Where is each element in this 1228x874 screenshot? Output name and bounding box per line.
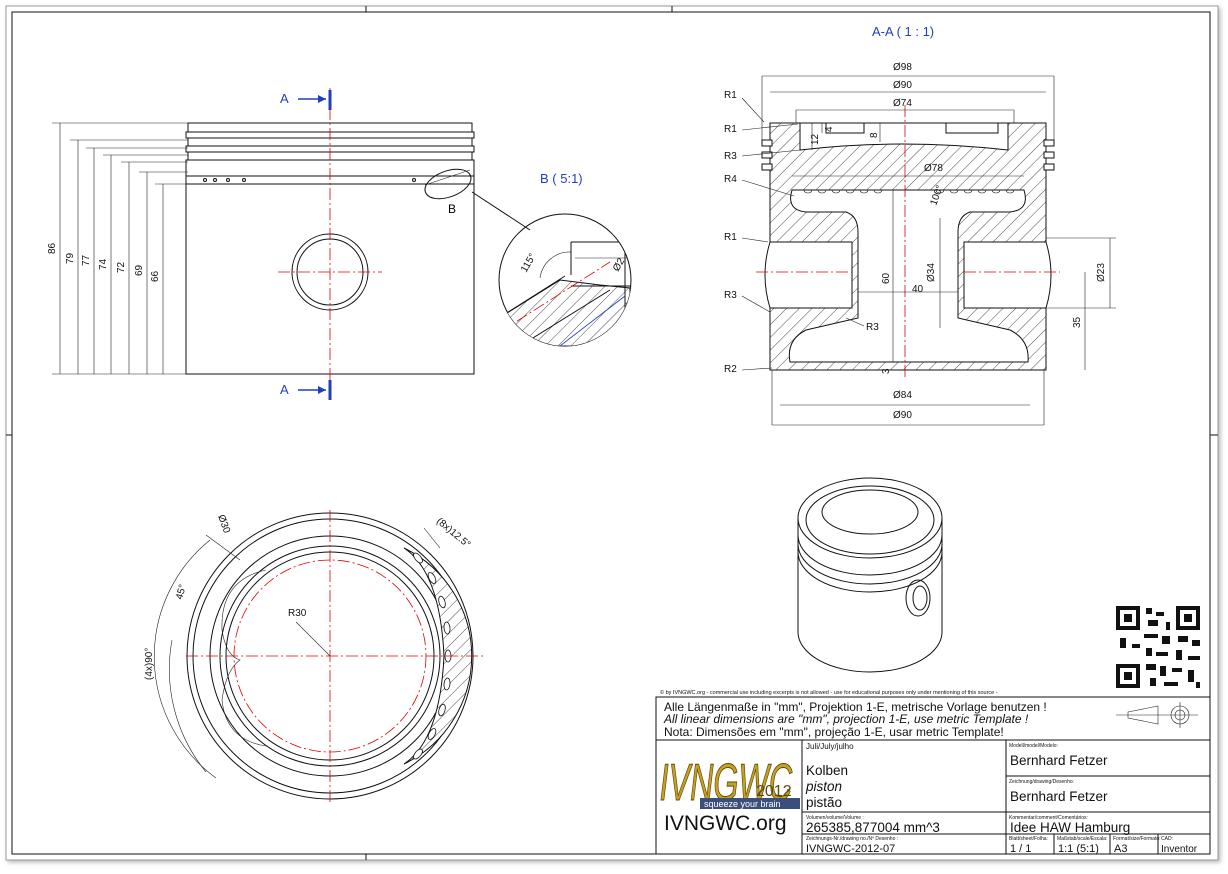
detail-label: B ( 5:1) [540,171,583,186]
dim-h4: 4 [824,126,835,132]
dim-h8: 8 [869,132,880,138]
part-name-english: piston [805,779,842,794]
month-label: Juli/July/julho [806,742,854,751]
logo-slogan: squeeze your brain [704,799,781,809]
note-german: Alle Längenmaße in "mm", Projektion 1-E,… [664,700,1047,714]
dim-d98: Ø98 [893,62,912,73]
copyright-line: © by IVNGWC.org - commercial use includi… [660,689,998,696]
side-view: B A A 86 79 77 74 72 69 66 [47,88,531,400]
radius-label: R2 [724,364,737,375]
drawing-no-label: Zeichnungs-Nr./drawing no./Nº Desenho : [806,836,898,842]
dim-69: 69 [134,264,145,276]
format-label: Format/size/Formato: [1113,836,1161,842]
radius-label: R3 [724,151,737,162]
model-author: Bernhard Fetzer [1010,753,1108,768]
radius-label: R3 [724,290,737,301]
scale-label: Maßstab/scale/Escala: [1057,836,1107,842]
sheet-label: Blatt/sheet/Folha: [1009,836,1048,842]
sheet-number: 1 / 1 [1010,843,1031,855]
dim-66: 66 [150,270,161,282]
volume-value: 265385,877004 mm^3 [806,820,940,835]
part-name-portuguese: pistão [806,795,842,810]
note-portuguese: Nota: Dimensões em "mm", projeção 1-E, u… [664,725,1004,739]
radius-label: R1 [724,232,737,243]
logo-year: 2012 [756,783,792,800]
ivngwc-logo: IVNGWC 2012 squeeze your brain IVNGWC.or… [659,754,800,835]
part-name-german: Kolben [806,763,848,778]
detail-letter: B [448,202,456,216]
dim-h3: 3 [881,368,892,374]
cad-label: CAD: [1161,836,1173,842]
title-block: © by IVNGWC.org - commercial use includi… [655,689,1211,855]
top-view: Ø30 (8x)12.5° 45° (4x)90° R30 [144,510,486,802]
dim-a4x90: (4x)90° [144,648,155,680]
dim-h60: 60 [881,272,892,284]
cut-letter-bottom: A [280,382,289,397]
drawing-number: IVNGWC-2012-07 [806,843,895,855]
logo-url: IVNGWC.org [664,812,787,835]
dim-h35: 35 [1072,316,1083,328]
dim-77: 77 [81,254,92,266]
dim-d78: Ø78 [924,163,943,174]
qr-code [1116,606,1200,688]
dim-w40: 40 [912,284,924,295]
dim-72: 72 [116,261,127,273]
dim-79: 79 [65,252,76,264]
comment: Idee HAW Hamburg [1010,820,1130,835]
section-view-a-a: A-A ( 1 : 1) [724,24,1116,426]
dim-a45: 45° [174,583,189,600]
dim-d23: Ø23 [1096,263,1107,282]
note-english: All linear dimensions are "mm", projecti… [663,712,1029,726]
drawing-frame [11,11,1211,855]
drawing-author: Bernhard Fetzer [1010,789,1108,804]
dim-86: 86 [47,242,58,254]
projection-symbol-icon [1116,702,1198,728]
isometric-view [797,477,943,673]
radius-label: R4 [724,174,737,185]
cad-value: Inventor [1161,844,1198,855]
section-label: A-A ( 1 : 1) [872,24,934,39]
radius-label: R1 [724,124,737,135]
format-value: A3 [1114,843,1127,855]
dim-r30: R30 [288,608,307,619]
drawing-author-label: Zeichnung/drawing/Desenho: [1009,779,1074,785]
dim-d90-top: Ø90 [893,80,912,91]
radius-label: R1 [724,90,737,101]
dim-74: 74 [98,258,109,270]
dim-d74: Ø74 [893,98,912,109]
dim-h12: 12 [810,133,821,145]
radius-label-inner: R3 [866,322,879,333]
dim-d34: Ø34 [926,263,937,282]
volume-label: Volumen/volume/Volume : [806,815,864,821]
detail-view-b: B ( 5:1) 115° Ø2 [498,171,632,347]
model-label: Modell/model/Modelo: [1009,743,1058,749]
cut-letter-top: A [280,91,289,106]
dim-d90-bottom: Ø90 [893,410,912,421]
dim-d84: Ø84 [893,390,912,401]
comment-label: Kommentar/comment/Comentários: [1009,815,1088,821]
scale-value: 1:1 (5:1) [1058,843,1099,855]
